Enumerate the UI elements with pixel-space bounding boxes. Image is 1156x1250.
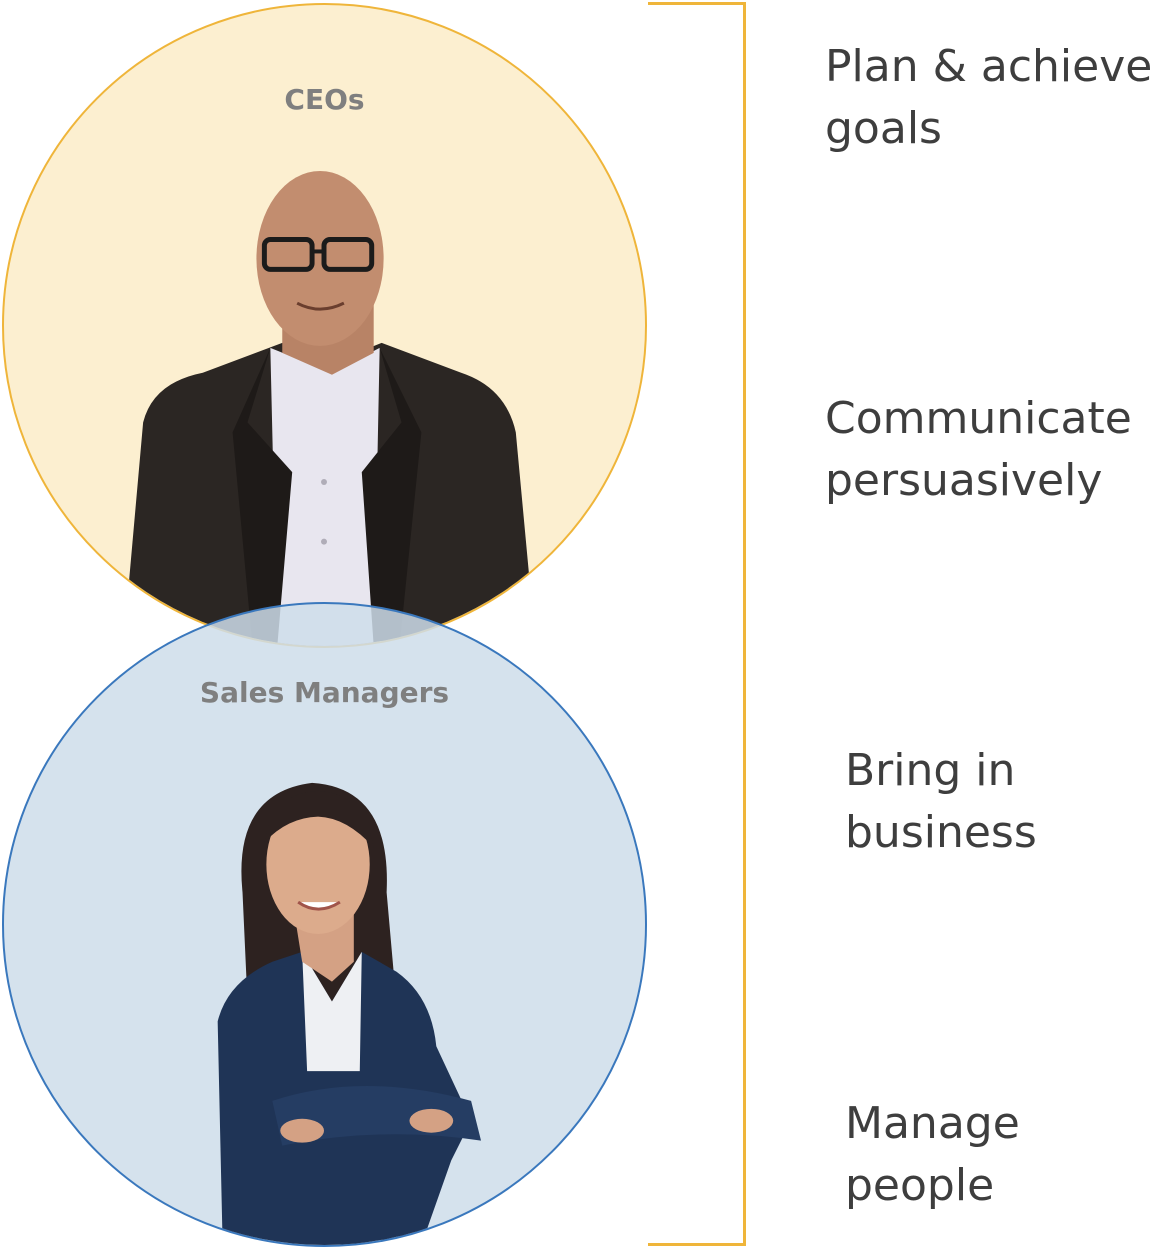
- man-in-suit-photo: [123, 170, 536, 646]
- skill-line-2: business: [845, 807, 1037, 858]
- bracket: [648, 2, 746, 1246]
- sales-manager-label: Sales Managers: [199, 676, 450, 709]
- skill-line-1: Bring in: [845, 745, 1016, 796]
- skill-line-2: goals: [825, 103, 942, 154]
- skill-line-1: Communicate: [825, 393, 1132, 444]
- ceo-circle: CEOs: [2, 3, 647, 648]
- skill-line-2: persuasively: [825, 455, 1103, 506]
- sales-manager-circle: Sales Managers: [2, 602, 647, 1247]
- skill-bring-in-business: Bring in business: [845, 740, 1037, 864]
- woman-in-blazer-photo: [217, 782, 482, 1245]
- skill-communicate-persuasively: Communicate persuasively: [825, 388, 1132, 512]
- skill-plan-achieve-goals: Plan & achieve goals: [825, 36, 1152, 160]
- skill-line-2: people: [845, 1160, 995, 1211]
- skill-line-1: Manage: [845, 1098, 1020, 1149]
- ceo-label: CEOs: [284, 83, 365, 116]
- skill-manage-people: Manage people: [845, 1093, 1020, 1217]
- skill-line-1: Plan & achieve: [825, 41, 1153, 92]
